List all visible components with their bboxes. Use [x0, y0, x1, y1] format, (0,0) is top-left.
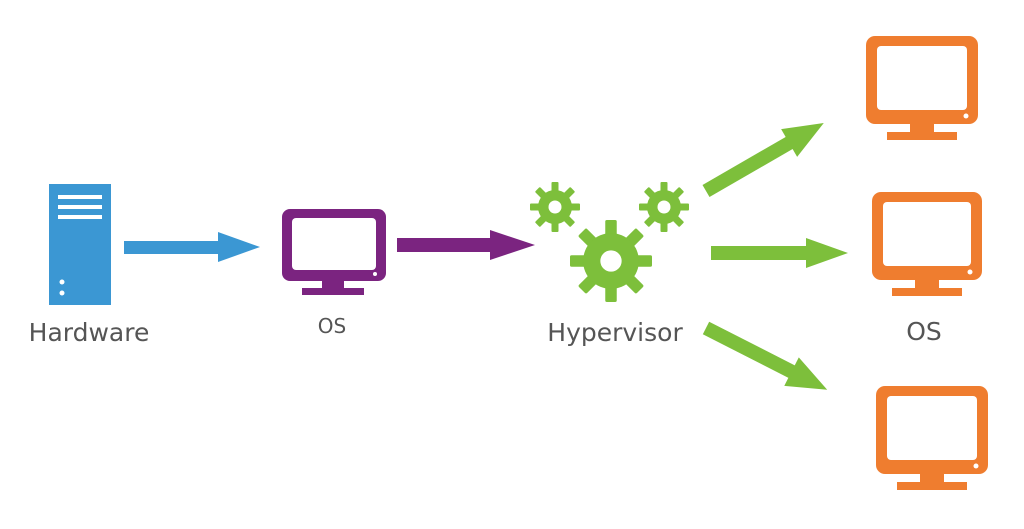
monitor-icon	[872, 192, 982, 296]
host-os-label: OS	[317, 314, 347, 338]
arrow-hypervisor-to-os-bottom	[702, 321, 828, 390]
arrow-hardware-to-os	[124, 232, 260, 262]
arrow-hypervisor-to-os-top	[702, 123, 824, 198]
monitor-icon	[876, 386, 988, 490]
arrow-hypervisor-to-os-middle	[711, 238, 848, 268]
gears-icon	[530, 182, 689, 302]
arrow-os-to-hypervisor	[397, 230, 535, 260]
monitor-icon	[282, 209, 386, 295]
server-icon	[49, 184, 111, 305]
hypervisor-label: Hypervisor	[547, 318, 683, 347]
hardware-label: Hardware	[28, 318, 150, 347]
monitor-icon	[866, 36, 978, 140]
guest-os-label: OS	[906, 317, 942, 346]
